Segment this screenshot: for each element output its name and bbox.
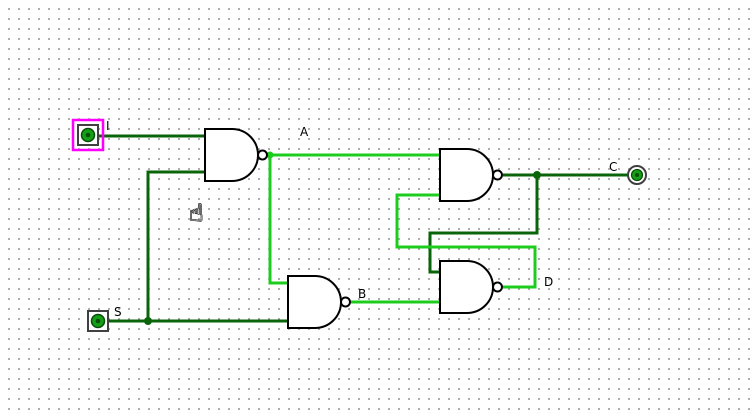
label-net-b: B: [358, 287, 366, 301]
label-net-d: D: [544, 275, 553, 289]
nand-gate-4-body[interactable]: [439, 260, 494, 314]
wires-high-group: [266, 151, 537, 304]
nand-gate-1[interactable]: [204, 128, 268, 182]
wires-low-group: [98, 134, 629, 325]
label-net-a: A: [300, 125, 309, 139]
nand-gate-3[interactable]: [439, 148, 503, 202]
wire-d-feedback[interactable]: [395, 193, 537, 289]
label-input-s: S: [114, 305, 122, 319]
nand-gate-3-body[interactable]: [439, 148, 494, 202]
nand-gate-4-bubble: [492, 281, 503, 293]
wire-c-feedback[interactable]: [428, 175, 539, 274]
wire-s-to-gate1[interactable]: [146, 170, 205, 321]
nand-gate-4[interactable]: [439, 260, 503, 314]
junction-dot-c: [533, 171, 541, 179]
wire-net-a-branch[interactable]: [268, 155, 288, 285]
input-pin-i-value-dot: [85, 132, 91, 138]
nand-gate-3-bubble: [492, 169, 503, 181]
nand-gate-1-bubble: [257, 149, 268, 161]
input-pin-s-value-dot: [95, 318, 101, 324]
nand-gate-2-bubble: [340, 296, 351, 308]
nand-gate-2[interactable]: [287, 275, 351, 329]
label-input-i: I: [106, 119, 110, 133]
selection-outline: [71, 118, 105, 152]
input-pin-i[interactable]: [71, 118, 105, 152]
label-output-c: C: [609, 160, 617, 174]
output-pin-c-value-dot: [635, 173, 639, 177]
input-pin-s[interactable]: [87, 310, 109, 332]
nand-gate-2-body[interactable]: [287, 275, 342, 329]
junction-dot-s: [144, 317, 152, 325]
output-pin-c[interactable]: [627, 165, 647, 185]
junction-dot-a: [266, 151, 274, 159]
nand-gate-1-body[interactable]: [204, 128, 259, 182]
hand-cursor-icon: ☝: [189, 199, 204, 227]
